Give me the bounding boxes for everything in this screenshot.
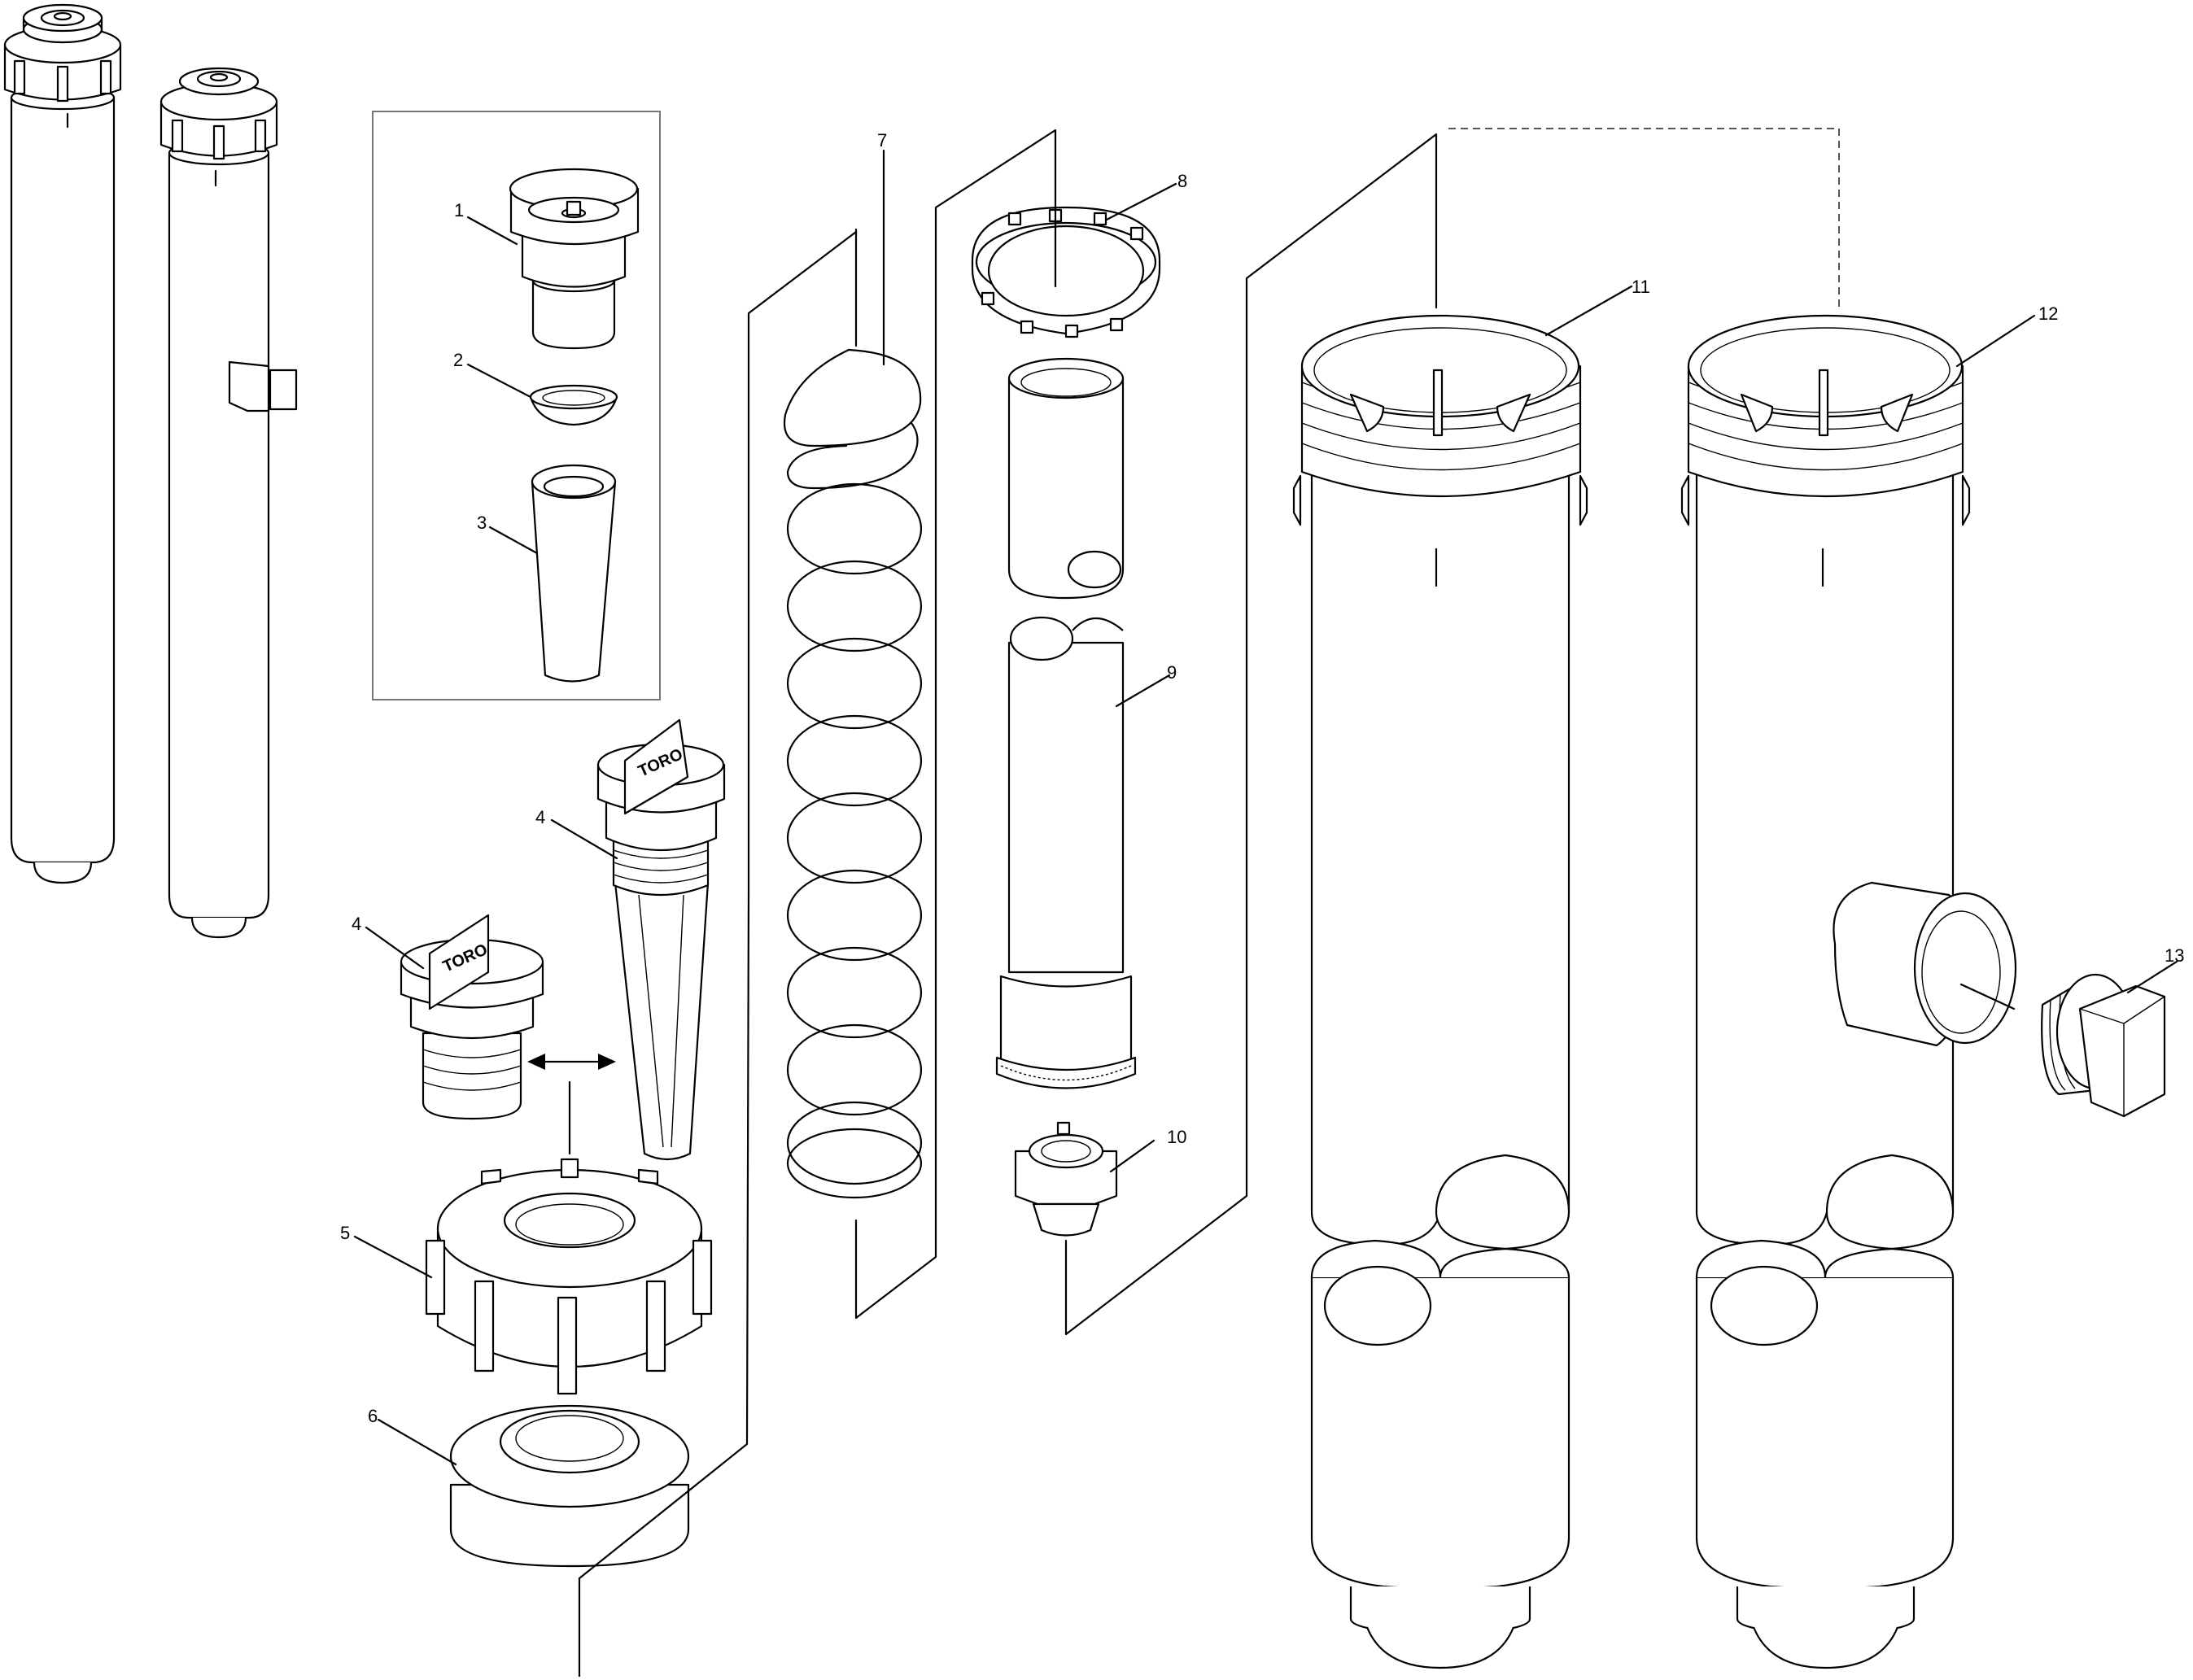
part-11-body-case bbox=[1292, 314, 1588, 1669]
callout-13: 13 bbox=[2165, 945, 2184, 966]
part-4-tall-nozzle: TORO bbox=[596, 718, 726, 1161]
part-9-riser bbox=[995, 357, 1137, 1089]
assembled-sprinkler-left bbox=[3, 3, 122, 884]
part-5-body-cap bbox=[425, 1158, 713, 1395]
assembly-guide-lines bbox=[578, 128, 1840, 1678]
swap-arrow bbox=[527, 1054, 616, 1155]
assembled-sprinkler-right bbox=[159, 67, 298, 939]
callout-2: 2 bbox=[453, 350, 463, 370]
callout-3: 3 bbox=[477, 513, 487, 533]
part-8-ratchet-ring bbox=[971, 206, 1161, 338]
part-4-short-nozzle: TORO bbox=[400, 914, 544, 1120]
part-6-wiper-seal bbox=[449, 1404, 690, 1568]
part-12-body-case bbox=[1680, 314, 2017, 1669]
callout-5: 5 bbox=[340, 1223, 350, 1243]
callout-7: 7 bbox=[877, 130, 887, 151]
part-1-nozzle-insert bbox=[509, 168, 640, 350]
callout-11: 11 bbox=[1632, 277, 1650, 297]
callout-12: 12 bbox=[2038, 303, 2058, 324]
part-7-spring bbox=[783, 348, 923, 1199]
callout-leaders bbox=[353, 149, 2178, 1466]
callout-4-tall: 4 bbox=[535, 807, 545, 827]
callout-1: 1 bbox=[454, 200, 464, 220]
part-2-screen-cup bbox=[529, 384, 618, 426]
nozzle-group-box bbox=[372, 111, 661, 700]
callout-6: 6 bbox=[368, 1406, 378, 1426]
part-13-plug bbox=[2041, 973, 2166, 1118]
callout-10: 10 bbox=[1167, 1127, 1186, 1147]
callout-numbers: 1 2 3 4 4 5 6 7 8 9 10 11 12 13 bbox=[340, 130, 2184, 1426]
callout-4-short: 4 bbox=[352, 914, 361, 934]
part-10-drive-nozzle bbox=[1014, 1121, 1118, 1237]
callout-9: 9 bbox=[1167, 662, 1177, 683]
part-3-filter-screen bbox=[531, 464, 617, 683]
callout-8: 8 bbox=[1177, 171, 1187, 191]
